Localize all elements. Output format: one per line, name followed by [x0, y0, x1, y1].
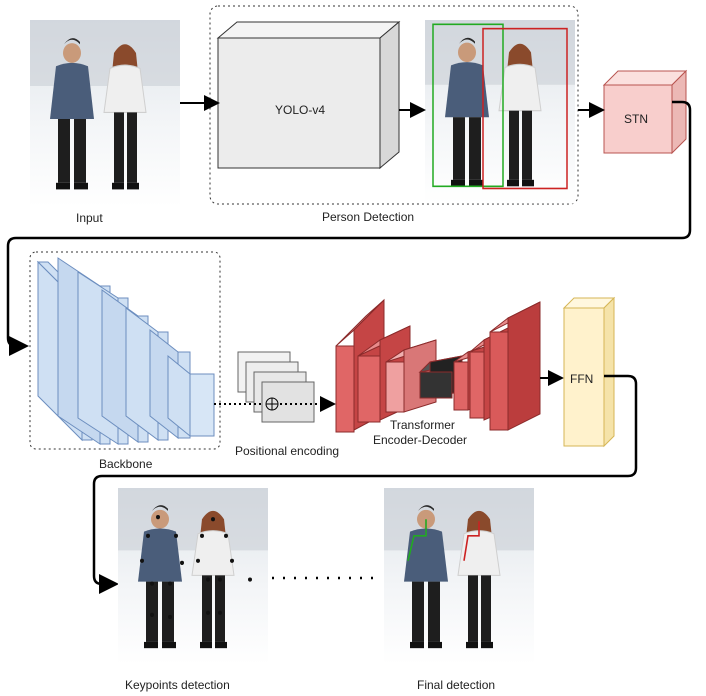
backbone-frame: [29, 251, 221, 450]
detected-photo: [424, 19, 576, 205]
stn-label: STN: [624, 112, 648, 126]
backbone-stack: [36, 257, 215, 445]
input-photo: [29, 19, 181, 208]
keypoints-photo: [117, 487, 269, 666]
person-detection-frame: [209, 5, 579, 205]
input-label: Input: [76, 211, 103, 225]
backbone-label: Backbone: [99, 457, 153, 471]
positional-encoding-label: Positional encoding: [235, 444, 340, 458]
final-photo: [383, 487, 535, 666]
person-detection-label: Person Detection: [322, 210, 415, 224]
yolo-label: YOLO-v4: [275, 103, 326, 117]
yolo-box: [216, 20, 401, 170]
plus-circle-icon: [265, 397, 279, 411]
transformer-label-1: Transformer: [390, 418, 455, 432]
ffn-box: [562, 296, 616, 448]
transformer-block: [335, 298, 541, 433]
transformer-label-2: Encoder-Decoder: [373, 433, 468, 447]
ffn-label: FFN: [570, 372, 594, 386]
keypoints-detection-label: Keypoints detection: [125, 678, 230, 692]
positional-encoding-stack: [237, 351, 315, 423]
final-detection-label: Final detection: [417, 678, 496, 692]
stn-box: [602, 69, 688, 155]
